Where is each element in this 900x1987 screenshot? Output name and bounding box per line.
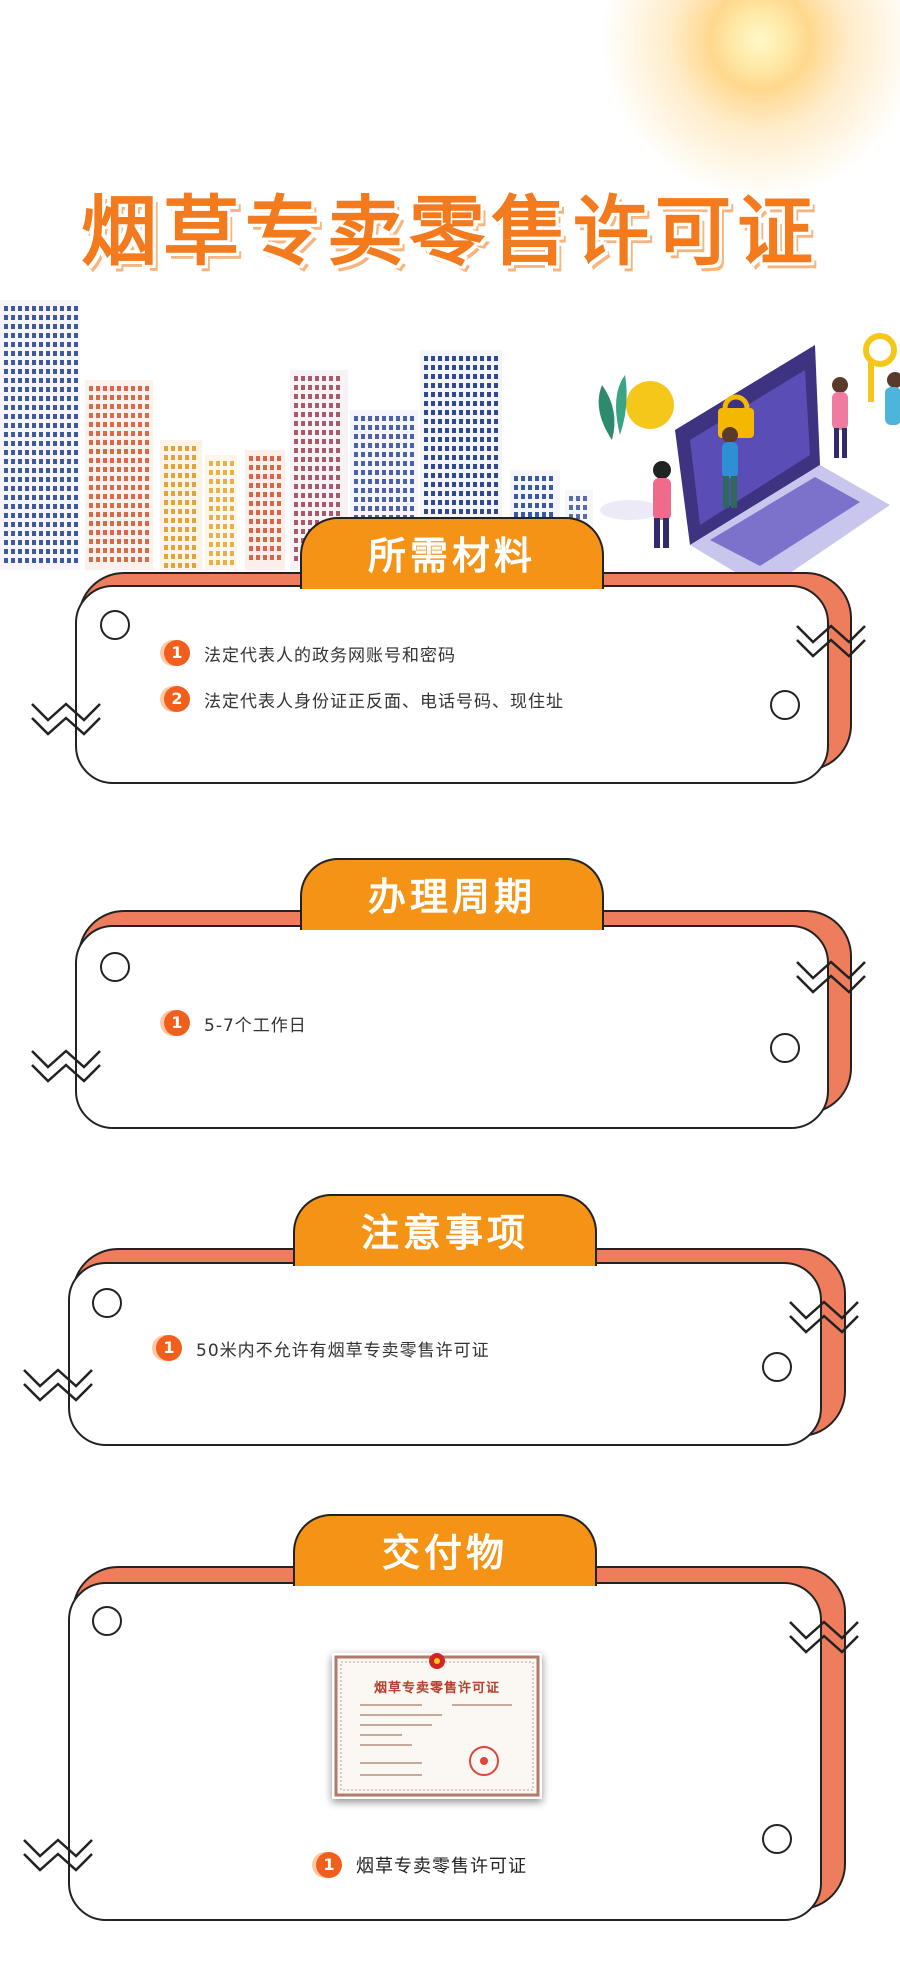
section-heading: 注意事项 <box>293 1194 597 1266</box>
zigzag-icon <box>23 1368 93 1402</box>
ring-icon <box>762 1824 792 1854</box>
zigzag-icon <box>31 702 101 736</box>
certificate-title: 烟草专卖零售许可证 <box>373 1681 500 1696</box>
section-heading: 交付物 <box>293 1514 597 1586</box>
list-item: 1 烟草专卖零售许可证 <box>312 1852 527 1878</box>
item-number-badge: 1 <box>164 640 190 666</box>
ring-icon <box>770 1033 800 1063</box>
item-text: 50米内不允许有烟草专卖零售许可证 <box>196 1340 490 1361</box>
zigzag-icon <box>789 1620 859 1654</box>
certificate-frame-icon <box>334 1653 540 1797</box>
zigzag-icon <box>796 960 866 994</box>
page-title: 烟草专卖零售许可证 <box>81 187 819 276</box>
item-text: 5-7个工作日 <box>204 1015 307 1036</box>
item-text: 烟草专卖零售许可证 <box>356 1856 527 1877</box>
item-text: 法定代表人的政务网账号和密码 <box>204 645 456 666</box>
list-item: 1 法定代表人的政务网账号和密码 <box>160 640 456 666</box>
list-item: 1 50米内不允许有烟草专卖零售许可证 <box>152 1335 490 1361</box>
section-heading: 所需材料 <box>300 517 604 589</box>
item-number-badge: 1 <box>156 1335 182 1361</box>
item-number-badge: 1 <box>316 1852 342 1878</box>
ring-icon <box>92 1288 122 1318</box>
section-card <box>75 585 829 784</box>
ring-icon <box>92 1606 122 1636</box>
item-text: 法定代表人身份证正反面、电话号码、现住址 <box>204 691 564 712</box>
zigzag-icon <box>23 1838 93 1872</box>
list-item: 2 法定代表人身份证正反面、电话号码、现住址 <box>160 686 564 712</box>
zigzag-icon <box>796 624 866 658</box>
ring-icon <box>762 1352 792 1382</box>
item-number-badge: 2 <box>164 686 190 712</box>
zigzag-icon <box>31 1049 101 1083</box>
section-heading: 办理周期 <box>300 858 604 930</box>
item-number-badge: 1 <box>164 1010 190 1036</box>
zigzag-icon <box>789 1300 859 1334</box>
ring-icon <box>770 690 800 720</box>
certificate-image: 烟草专卖零售许可证 <box>332 1653 542 1799</box>
laptop-security-icon <box>598 333 900 580</box>
ring-icon <box>100 952 130 982</box>
section-card <box>75 925 829 1129</box>
ring-icon <box>100 610 130 640</box>
list-item: 1 5-7个工作日 <box>160 1010 307 1036</box>
